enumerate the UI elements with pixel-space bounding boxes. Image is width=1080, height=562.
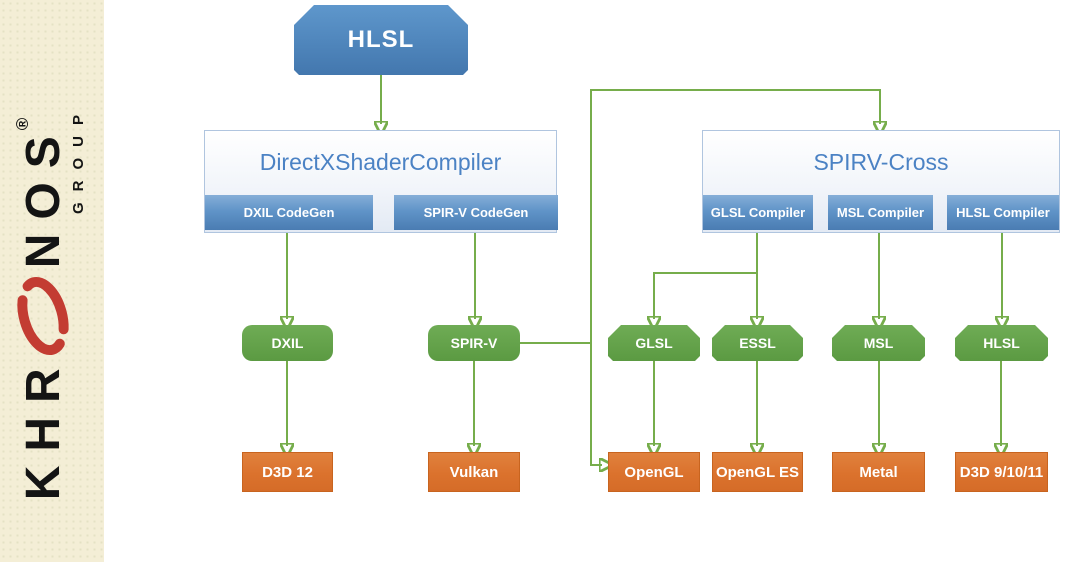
node-vulkan: Vulkan [428, 452, 520, 492]
node-d3d-9-10-11: D3D 9/10/11 [955, 452, 1048, 492]
node-essl: ESSL [712, 325, 803, 361]
panel-directx-shader-compiler: DirectXShaderCompiler DXIL CodeGen SPIR-… [204, 130, 558, 233]
node-d3d12: D3D 12 [242, 452, 333, 492]
node-opengl-es: OpenGL ES [712, 452, 803, 492]
module-dxil-codegen: DXIL CodeGen [205, 195, 373, 230]
module-hlsl-compiler: HLSL Compiler [947, 195, 1059, 230]
node-msl: MSL [832, 325, 925, 361]
panel-title-dxc: DirectXShaderCompiler [259, 149, 502, 175]
node-glsl: GLSL [608, 325, 700, 361]
node-metal: Metal [832, 452, 925, 492]
panel-title-spirv-cross: SPIRV-Cross [813, 149, 949, 175]
arrow-glslcompiler-to-glsl [654, 229, 758, 319]
node-dxil: DXIL [242, 325, 333, 361]
panel-spirv-cross: SPIRV-Cross GLSL Compiler MSL Compiler H… [702, 130, 1060, 233]
node-hlsl-source: HLSL [294, 5, 468, 75]
module-spirv-codegen: SPIR-V CodeGen [394, 195, 558, 230]
module-glsl-compiler: GLSL Compiler [703, 195, 813, 230]
node-opengl: OpenGL [608, 452, 700, 492]
module-msl-compiler: MSL Compiler [828, 195, 933, 230]
khronos-o-swirl-icon [14, 272, 72, 360]
node-spirv: SPIR-V [428, 325, 520, 361]
node-hlsl-output: HLSL [955, 325, 1048, 361]
arrow-spirv-to-opengl [590, 343, 602, 465]
